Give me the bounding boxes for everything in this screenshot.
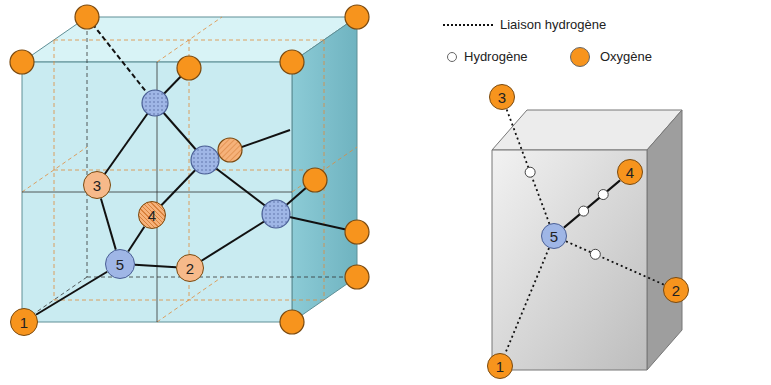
central-oxygen-atom: 5 bbox=[541, 223, 567, 249]
tetrahedron-cube bbox=[492, 110, 682, 370]
legend-text: Hydrogène bbox=[464, 49, 528, 64]
oxygen-atom: 4 bbox=[617, 159, 643, 185]
callout-number: 2 bbox=[672, 283, 680, 298]
central-oxygen-atom: 5 bbox=[105, 249, 135, 279]
callout-number: 3 bbox=[93, 178, 101, 193]
callout-number: 5 bbox=[550, 229, 558, 244]
bond-line bbox=[128, 227, 144, 252]
oxygen-atom: 3 bbox=[83, 171, 111, 199]
hydrogen-atom bbox=[590, 249, 600, 259]
callout-number: 4 bbox=[626, 165, 634, 180]
legend-swatch bbox=[447, 52, 457, 62]
hydrogen-atom bbox=[525, 167, 535, 177]
legend-line-sample bbox=[443, 24, 493, 26]
hydrogen-atom bbox=[579, 206, 589, 216]
oxygen-atom: 1 bbox=[10, 308, 38, 336]
oxygen-atom: 2 bbox=[176, 254, 204, 282]
bond-line bbox=[101, 198, 116, 249]
bond-line bbox=[36, 272, 107, 315]
oxygen-atom: 2 bbox=[663, 277, 689, 303]
legend-swatch bbox=[570, 47, 590, 67]
legend-text: Oxygène bbox=[600, 49, 652, 64]
bond-line bbox=[135, 265, 176, 267]
callout-number: 1 bbox=[496, 359, 504, 374]
bond-line bbox=[564, 180, 620, 227]
hydrogen-bond bbox=[505, 248, 549, 354]
callout-number: 1 bbox=[20, 315, 28, 330]
legend-text: Liaison hydrogène bbox=[500, 17, 606, 32]
oxygen-atom: 1 bbox=[487, 353, 513, 379]
callout-number: 4 bbox=[148, 208, 156, 223]
hydrogen-bond bbox=[507, 109, 550, 224]
callout-number: 5 bbox=[116, 257, 124, 272]
oxygen-atom: 4 bbox=[138, 201, 166, 229]
unit-cell-cube bbox=[10, 5, 369, 334]
hydrogen-bond bbox=[566, 241, 664, 284]
oxygen-atom: 3 bbox=[489, 84, 515, 110]
hydrogen-atom bbox=[598, 190, 608, 200]
callout-number: 3 bbox=[498, 90, 506, 105]
callout-number: 2 bbox=[186, 261, 194, 276]
